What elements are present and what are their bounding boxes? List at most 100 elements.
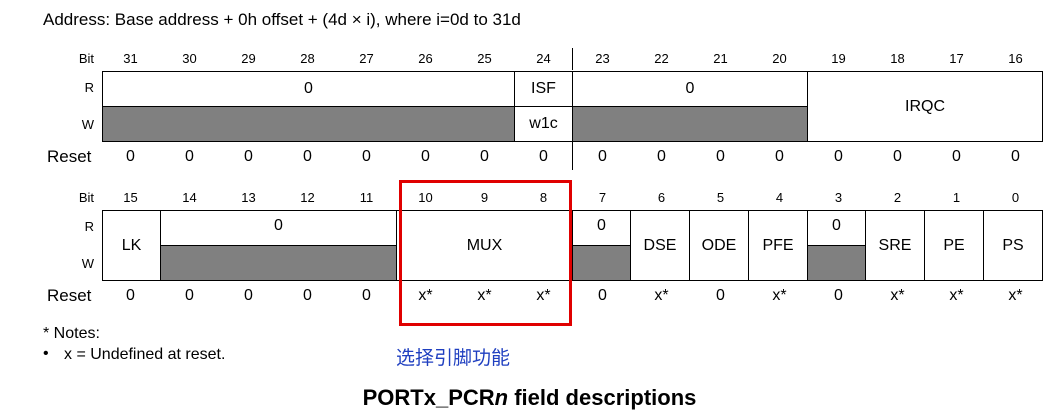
reset-value: 0	[421, 148, 430, 165]
address-line: Address: Base address + 0h offset + (4d …	[43, 10, 521, 29]
bit-number: 29	[241, 51, 256, 66]
reset-value: x*	[536, 287, 551, 304]
lk-field: LK	[102, 210, 161, 281]
bit-number: 18	[890, 51, 905, 66]
bit-number: 6	[657, 190, 666, 205]
w-row-label: W	[81, 117, 94, 132]
reset-value: x*	[1008, 287, 1023, 304]
bit-divider	[572, 48, 573, 70]
reset-value: 0	[126, 287, 135, 304]
bit-number: 9	[480, 190, 489, 205]
bit-number: 8	[539, 190, 548, 205]
dse-field: DSE	[630, 210, 690, 281]
bit-number: 23	[595, 51, 610, 66]
bit-row-label: Bit	[78, 190, 94, 205]
reserved-23-20-read: 0	[572, 71, 808, 107]
reset-value: 0	[126, 148, 135, 165]
sre-field: SRE	[865, 210, 925, 281]
bit-number: 30	[182, 51, 197, 66]
bit-number: 22	[654, 51, 669, 66]
irqc-field: IRQC	[807, 71, 1043, 142]
reset-value: x*	[772, 287, 787, 304]
bit-number: 31	[123, 51, 138, 66]
reset-divider	[572, 142, 573, 170]
reserved-7-read: 0	[572, 210, 631, 246]
reset-value: 0	[303, 287, 312, 304]
reset-value: x*	[890, 287, 905, 304]
reset-value: 0	[480, 148, 489, 165]
bit-number: 14	[182, 190, 197, 205]
reset-value: x*	[654, 287, 669, 304]
bit-number: 0	[1011, 190, 1020, 205]
reset-value: 0	[244, 148, 253, 165]
bit-number: 13	[241, 190, 256, 205]
bit-number: 12	[300, 190, 315, 205]
reset-value: 0	[598, 148, 607, 165]
isf-field-read: ISF	[514, 71, 573, 107]
caption-suffix: field descriptions	[508, 385, 697, 410]
bit-number: 7	[598, 190, 607, 205]
reset-value: 0	[1011, 148, 1020, 165]
notes-item: x = Undefined at reset.	[64, 346, 226, 363]
bit-number: 27	[359, 51, 374, 66]
r-row-label: R	[84, 219, 94, 234]
reset-value: 0	[362, 148, 371, 165]
notes-bullet: •	[43, 345, 49, 362]
notes-title: * Notes:	[43, 325, 100, 342]
reset-value: 0	[716, 287, 725, 304]
reset-value: 0	[185, 287, 194, 304]
reset-row-label: Reset	[47, 286, 92, 305]
bit-number: 19	[831, 51, 846, 66]
bit-number: 4	[775, 190, 784, 205]
reset-value: 0	[834, 287, 843, 304]
ps-field: PS	[983, 210, 1043, 281]
reset-value: 0	[244, 287, 253, 304]
bit-number: 15	[123, 190, 138, 205]
bit-number: 2	[893, 190, 902, 205]
reset-value: 0	[185, 148, 194, 165]
reserved-14-11-write	[160, 245, 397, 281]
reserved-14-11-read: 0	[160, 210, 397, 246]
reserved-3-write	[807, 245, 866, 281]
pfe-field: PFE	[748, 210, 808, 281]
reserved-3-read: 0	[807, 210, 866, 246]
bit-number: 11	[359, 190, 374, 205]
caption-prefix: PORTx_PCR	[362, 385, 495, 410]
reset-value: 0	[716, 148, 725, 165]
w-row-label: W	[81, 256, 94, 271]
reset-value: 0	[539, 148, 548, 165]
pe-field: PE	[924, 210, 984, 281]
bit-number: 21	[713, 51, 728, 66]
reset-value: 0	[598, 287, 607, 304]
reserved-31-25-read: 0	[102, 71, 515, 107]
reset-value: x*	[477, 287, 492, 304]
bit-number: 24	[536, 51, 551, 66]
bit-number: 20	[772, 51, 787, 66]
reset-value: 0	[303, 148, 312, 165]
bit-number: 16	[1008, 51, 1023, 66]
isf-field-write: w1c	[514, 106, 573, 142]
reset-value: x*	[949, 287, 964, 304]
bit-number: 10	[418, 190, 433, 205]
reset-value: 0	[775, 148, 784, 165]
ode-field: ODE	[689, 210, 749, 281]
bit-number: 1	[952, 190, 961, 205]
reserved-7-write	[572, 245, 631, 281]
bit-number: 26	[418, 51, 433, 66]
mux-highlight-box	[399, 180, 572, 326]
reset-value: 0	[893, 148, 902, 165]
mux-annotation: 选择引脚功能	[396, 347, 511, 369]
bit-number: 3	[834, 190, 843, 205]
bit-number: 5	[716, 190, 725, 205]
reserved-23-20-write	[572, 106, 808, 142]
mux-field: MUX	[396, 210, 573, 281]
reserved-31-25-write	[102, 106, 515, 142]
bit-number: 28	[300, 51, 315, 66]
reset-value: 0	[834, 148, 843, 165]
reset-value: 0	[657, 148, 666, 165]
reset-row-label: Reset	[47, 147, 92, 166]
reset-value: 0	[362, 287, 371, 304]
bit-number: 25	[477, 51, 492, 66]
bit-number: 17	[949, 51, 964, 66]
figure-caption: PORTx_PCRn field descriptions	[0, 385, 1059, 411]
